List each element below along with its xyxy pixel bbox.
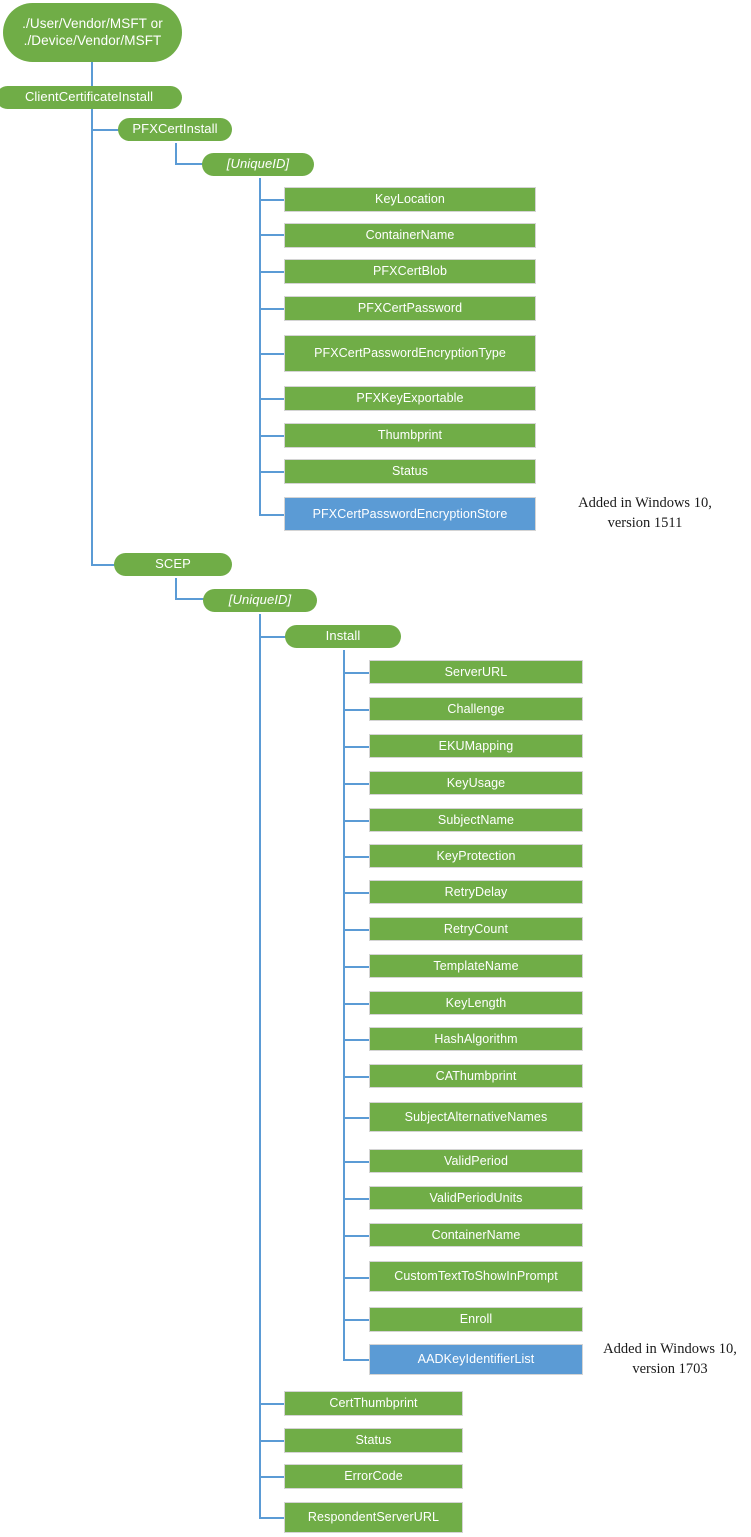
connector-cci-trunk [91, 108, 93, 565]
node-subject-name[interactable]: SubjectName [369, 808, 583, 832]
connector-pfx-leaf-9 [259, 514, 285, 516]
connector-install-leaf-3 [343, 746, 370, 748]
connector-scep-to-uid [175, 598, 207, 600]
node-key-location[interactable]: KeyLocation [284, 187, 536, 212]
node-valid-period[interactable]: ValidPeriod [369, 1149, 583, 1173]
connector-pfx-leaf-7 [259, 435, 285, 437]
connector-install-leaf-16 [343, 1235, 370, 1237]
node-pfx-cert-password-encryption-store[interactable]: PFXCertPasswordEncryptionStore [284, 497, 536, 531]
connector-install-leaf-19 [343, 1359, 370, 1361]
node-key-usage[interactable]: KeyUsage [369, 771, 583, 795]
node-cert-thumbprint[interactable]: CertThumbprint [284, 1391, 463, 1416]
connector-pfx-leaf-8 [259, 471, 285, 473]
note-added-windows-10-1703: Added in Windows 10, version 1703 [603, 1341, 737, 1377]
node-respondent-server-url[interactable]: RespondentServerURL [284, 1502, 463, 1533]
node-pfx-key-exportable[interactable]: PFXKeyExportable [284, 386, 536, 411]
connector-install-leaf-18 [343, 1319, 370, 1321]
connector-pfx-leaf-1 [259, 199, 285, 201]
node-root[interactable]: ./User/Vendor/MSFT or ./Device/Vendor/MS… [3, 3, 182, 62]
connector-install-leaf-15 [343, 1198, 370, 1200]
node-pfx-cert-blob[interactable]: PFXCertBlob [284, 259, 536, 284]
node-pfx-unique-id[interactable]: [UniqueID] [202, 153, 314, 176]
node-pfx-cert-install[interactable]: PFXCertInstall [118, 118, 232, 141]
connector-install-trunk [343, 650, 345, 1360]
node-template-name[interactable]: TemplateName [369, 954, 583, 978]
node-key-protection[interactable]: KeyProtection [369, 844, 583, 868]
connector-pfx-uid-trunk [259, 178, 261, 515]
node-scep[interactable]: SCEP [114, 553, 232, 576]
connector-install-leaf-2 [343, 709, 370, 711]
connector-scep-uid-trunk [259, 614, 261, 1519]
connector-pfx-leaf-5 [259, 353, 285, 355]
connector-install-leaf-17 [343, 1277, 370, 1279]
connector-pfx-to-uid [175, 163, 205, 165]
connector-scep-uid-leaf-2 [259, 1440, 285, 1442]
connector-install-leaf-7 [343, 892, 370, 894]
node-retry-count[interactable]: RetryCount [369, 917, 583, 941]
node-valid-period-units[interactable]: ValidPeriodUnits [369, 1186, 583, 1210]
connector-pfx-leaf-2 [259, 234, 285, 236]
connector-pfx-leaf-6 [259, 398, 285, 400]
connector-cci-to-pfx [91, 129, 128, 131]
node-error-code[interactable]: ErrorCode [284, 1464, 463, 1489]
connector-install-leaf-4 [343, 783, 370, 785]
node-pfx-cert-password-encryption-type[interactable]: PFXCertPasswordEncryptionType [284, 335, 536, 372]
node-client-certificate-install[interactable]: ClientCertificateInstall [0, 86, 182, 109]
connector-install-leaf-11 [343, 1039, 370, 1041]
connector-install-leaf-9 [343, 966, 370, 968]
node-install[interactable]: Install [285, 625, 401, 648]
node-key-length[interactable]: KeyLength [369, 991, 583, 1015]
connector-scep-to-install [259, 636, 287, 638]
node-container-name-scep[interactable]: ContainerName [369, 1223, 583, 1247]
node-enroll[interactable]: Enroll [369, 1307, 583, 1332]
node-status-scep[interactable]: Status [284, 1428, 463, 1453]
node-ca-thumbprint[interactable]: CAThumbprint [369, 1064, 583, 1088]
note-added-windows-10-1511: Added in Windows 10, version 1511 [578, 495, 712, 531]
connector-install-leaf-5 [343, 820, 370, 822]
node-hash-algorithm[interactable]: HashAlgorithm [369, 1027, 583, 1051]
connector-install-leaf-10 [343, 1003, 370, 1005]
connector-install-leaf-12 [343, 1076, 370, 1078]
connector-install-leaf-1 [343, 672, 370, 674]
connector-root-trunk [91, 62, 93, 86]
node-custom-text-to-show-in-prompt[interactable]: CustomTextToShowInPrompt [369, 1261, 583, 1292]
node-aad-key-identifier-list[interactable]: AADKeyIdentifierList [369, 1344, 583, 1375]
node-container-name[interactable]: ContainerName [284, 223, 536, 248]
connector-scep-uid-leaf-1 [259, 1403, 285, 1405]
connector-scep-trunk [175, 578, 177, 600]
connector-pfx-leaf-4 [259, 308, 285, 310]
connector-pfx-trunk [175, 143, 177, 165]
node-thumbprint[interactable]: Thumbprint [284, 423, 536, 448]
connector-cci-to-scep [91, 564, 116, 566]
node-retry-delay[interactable]: RetryDelay [369, 880, 583, 904]
node-subject-alternative-names[interactable]: SubjectAlternativeNames [369, 1102, 583, 1132]
node-server-url[interactable]: ServerURL [369, 660, 583, 684]
connector-scep-uid-leaf-3 [259, 1476, 285, 1478]
node-scep-unique-id[interactable]: [UniqueID] [203, 589, 317, 612]
connector-install-leaf-6 [343, 856, 370, 858]
connector-scep-uid-leaf-4 [259, 1517, 285, 1519]
node-status-pfx[interactable]: Status [284, 459, 536, 484]
connector-pfx-leaf-3 [259, 271, 285, 273]
node-pfx-cert-password[interactable]: PFXCertPassword [284, 296, 536, 321]
node-challenge[interactable]: Challenge [369, 697, 583, 721]
connector-install-leaf-8 [343, 929, 370, 931]
node-eku-mapping[interactable]: EKUMapping [369, 734, 583, 758]
connector-install-leaf-13 [343, 1117, 370, 1119]
connector-install-leaf-14 [343, 1161, 370, 1163]
